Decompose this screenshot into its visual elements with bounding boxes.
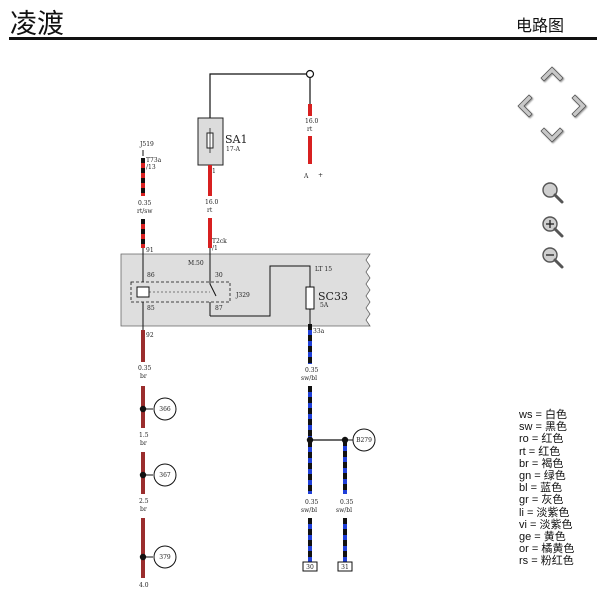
page-category-label: 电路图 (515, 16, 564, 35)
branch1-size: 0.35 (305, 499, 319, 506)
fuse-sa1-name: SA1 (225, 133, 247, 146)
down-arrow-icon[interactable] (540, 127, 564, 143)
seg-2-5-size: 2.5 (139, 498, 149, 505)
seg-1-5-size: 1.5 (139, 432, 149, 439)
fuse-feed-size: 16.0 (205, 199, 219, 206)
ref-367-label: 367 (159, 472, 171, 479)
ref-b279-label: B279 (356, 437, 372, 444)
branch1-color: sw/bl (301, 507, 317, 514)
ref-b279-circle[interactable] (352, 428, 376, 452)
right-arrow-icon[interactable] (571, 94, 587, 118)
pin-91-label: 91 (146, 247, 154, 254)
magnifier-icon[interactable] (542, 182, 564, 204)
branch2-size: 0.35 (340, 499, 354, 506)
terminal-a-label: A (303, 173, 309, 180)
legend-item: gn = 绿色 (519, 470, 566, 483)
legend-item: sw = 黑色 (519, 421, 567, 434)
m50-label: M.50 (188, 260, 204, 267)
pin-87-label: 87 (215, 305, 223, 312)
legend-item: rt = 红色 (519, 445, 561, 458)
up-arrow-icon[interactable] (540, 66, 564, 82)
legend-item: ro = 红色 (519, 433, 564, 446)
ref-379-label: 379 (159, 554, 171, 561)
main-connector (305, 69, 315, 79)
relay-to-fuse-wire (210, 265, 311, 317)
relay-j329-coil (136, 286, 150, 298)
main-wire-color: rt (307, 126, 313, 133)
legend-item: ge = 黄色 (519, 531, 566, 544)
ref-379-circle[interactable] (153, 545, 177, 569)
left-arrow-icon[interactable] (517, 94, 533, 118)
main-wire-size: 16.0 (305, 118, 319, 125)
header-rule (9, 37, 597, 40)
sc-out-wire-color: sw/bl (301, 375, 317, 382)
t2ck-label: T2ck (212, 238, 227, 245)
seg-2-5-color: br (140, 506, 147, 513)
pin92-wire-size: 0.35 (138, 365, 152, 372)
fuse-sc33-element (305, 286, 315, 310)
legend-item: br = 褐色 (519, 457, 564, 470)
fuse-sa1-rating: 17-A (226, 146, 241, 153)
lt15-label: LT 15 (315, 266, 332, 273)
main-feed-wire (209, 73, 310, 118)
j519-label: J519 (139, 141, 154, 148)
fuse-sc33-name: SC33 (318, 290, 348, 303)
fuse-sa1-pin: 1 (212, 168, 216, 175)
t2ck-pin: /1 (212, 245, 218, 252)
seg-4-0-size: 4.0 (139, 582, 149, 589)
pin-33a-label: 33a (313, 328, 325, 335)
legend-item: li = 淡紫色 (519, 506, 570, 519)
j519-wire-color: rt/sw (137, 208, 153, 215)
terminal-30-label: 30 (306, 564, 314, 571)
terminal-30-box[interactable] (302, 561, 318, 572)
terminal-31-box[interactable] (337, 561, 353, 572)
legend-item: or = 橘黄色 (519, 543, 575, 556)
t73a-label: T73a (146, 157, 162, 164)
relay-j329-body (130, 281, 231, 303)
terminal-31-label: 31 (341, 564, 349, 571)
fuse-sc33-rating: 5A (320, 302, 329, 309)
pin-85-label: 85 (147, 305, 155, 312)
ref-366-circle[interactable] (153, 397, 177, 421)
relay-j329-name: J329 (235, 292, 250, 299)
legend-item: rs = 粉红色 (519, 555, 574, 568)
legend-item: bl = 蓝色 (519, 482, 563, 495)
j519-wire-size: 0.35 (138, 200, 152, 207)
branch2-color: sw/bl (336, 507, 352, 514)
sc-out-wire-size: 0.35 (305, 367, 319, 374)
page-title: 凌渡 (10, 9, 64, 40)
pin92-wire-color: br (140, 373, 147, 380)
zoom-in-icon[interactable] (542, 216, 564, 238)
pin-30-label: 30 (215, 272, 223, 279)
terminal-a-plus: + (318, 172, 323, 179)
legend-item: gr = 灰色 (519, 494, 564, 507)
seg-1-5-color: br (140, 440, 147, 447)
wire-color-legend: ws = 白色 sw = 黑色 ro = 红色 rt = 红色 br = 褐色 … (519, 409, 574, 568)
fuse-feed-color: rt (207, 207, 213, 214)
legend-item: vi = 淡紫色 (519, 518, 573, 531)
relay-contact (209, 272, 217, 297)
pin-92-label: 92 (146, 332, 154, 339)
pin-86-label: 86 (147, 272, 155, 279)
zoom-out-icon[interactable] (542, 247, 564, 269)
t73a-pin: /13 (146, 164, 156, 171)
ref-367-circle[interactable] (153, 463, 177, 487)
legend-item: ws = 白色 (519, 409, 567, 421)
ref-366-label: 366 (159, 406, 171, 413)
